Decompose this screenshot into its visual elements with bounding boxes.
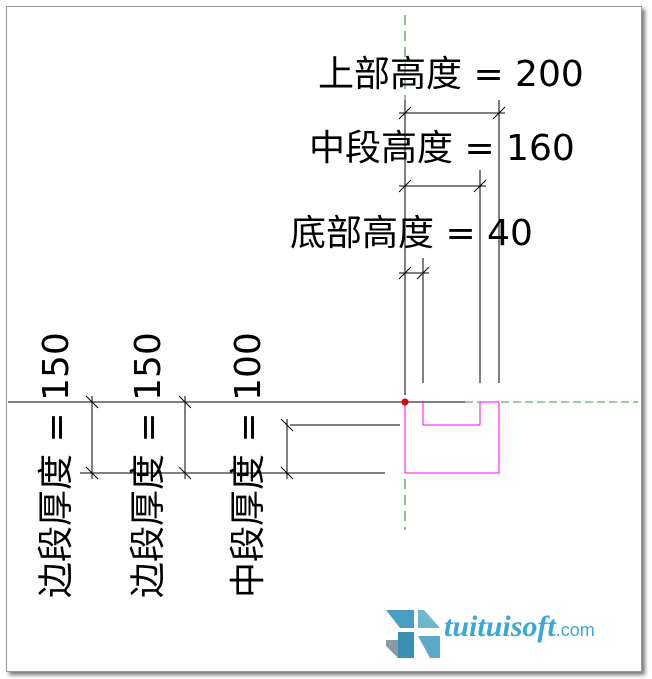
top-height-label[interactable]: 上部高度 = 200 xyxy=(318,54,584,95)
extension-lines xyxy=(80,100,500,474)
mid-thickness-label[interactable]: 中段厚度 = 100 xyxy=(228,332,269,598)
outer-profile[interactable] xyxy=(404,402,500,474)
origin-point[interactable] xyxy=(401,398,409,406)
vertical-dimensions xyxy=(85,395,294,480)
logo-suffix: .com xyxy=(555,620,595,640)
logo-text: tuituisoft xyxy=(444,610,556,643)
edge-thickness-label-2[interactable]: 边段厚度 = 150 xyxy=(128,332,169,598)
bottom-height-label[interactable]: 底部高度 = 40 xyxy=(290,213,533,254)
inner-profile[interactable] xyxy=(422,402,481,426)
mid-height-label[interactable]: 中段高度 = 160 xyxy=(309,128,575,169)
logo-mark-icon xyxy=(386,610,440,658)
horizontal-dimensions xyxy=(398,106,506,280)
edge-thickness-label-1[interactable]: 边段厚度 = 150 xyxy=(36,332,77,598)
tuituisoft-logo: tuituisoft.com xyxy=(384,606,636,662)
drawing-frame xyxy=(6,6,642,672)
